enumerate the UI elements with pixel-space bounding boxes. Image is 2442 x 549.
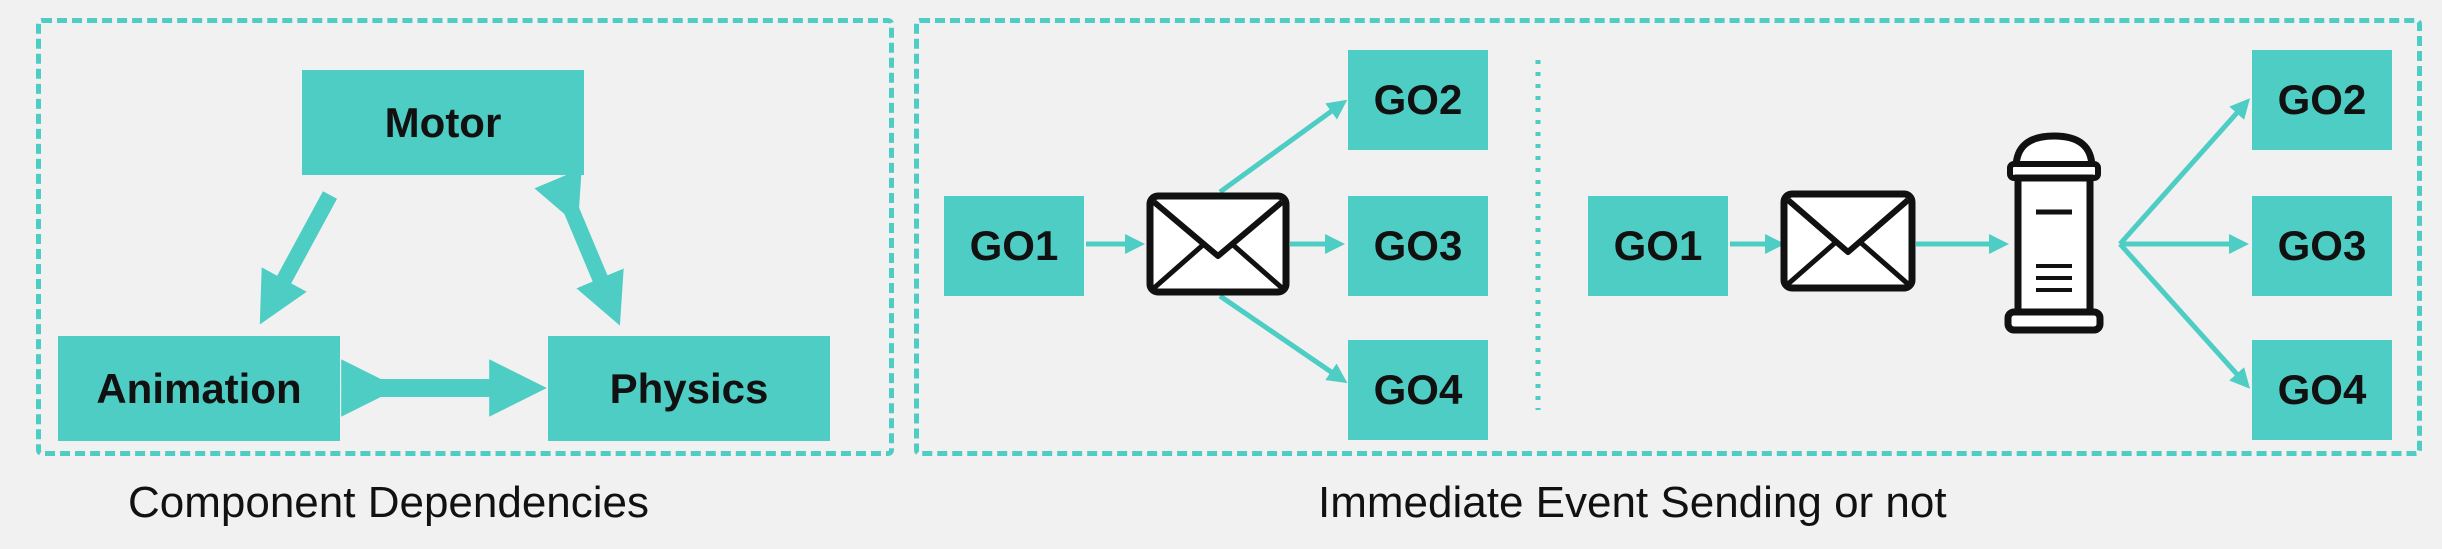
caption-event-sending: Immediate Event Sending or not bbox=[1318, 478, 1947, 527]
node-go3-immediate: GO3 bbox=[1348, 196, 1488, 296]
node-go1-queued: GO1 bbox=[1588, 196, 1728, 296]
node-go4-queued: GO4 bbox=[2252, 340, 2392, 440]
node-go2-queued: GO2 bbox=[2252, 50, 2392, 150]
arrow-mailbox-to-go2-b bbox=[2118, 98, 2250, 246]
node-go3-queued: GO3 bbox=[2252, 196, 2392, 296]
node-animation: Animation bbox=[58, 336, 340, 441]
node-go2-immediate: GO2 bbox=[1348, 50, 1488, 150]
envelope-icon bbox=[1780, 190, 1916, 292]
node-physics: Physics bbox=[548, 336, 830, 441]
arrow-envelope-to-go4-a bbox=[1218, 293, 1348, 384]
envelope-icon bbox=[1146, 192, 1290, 296]
arrow-motor-physics bbox=[534, 168, 624, 326]
mailbox-icon bbox=[2004, 132, 2104, 334]
event-sending-frame bbox=[914, 18, 2422, 456]
node-motor: Motor bbox=[302, 70, 584, 175]
node-go1-immediate: GO1 bbox=[944, 196, 1084, 296]
arrow-mailbox-to-go4-b bbox=[2118, 242, 2251, 389]
arrow-envelope-to-go2-a bbox=[1218, 99, 1348, 195]
node-go4-immediate: GO4 bbox=[1348, 340, 1488, 440]
arrow-motor-to-animation bbox=[259, 191, 338, 325]
caption-component-dependencies: Component Dependencies bbox=[128, 478, 650, 527]
component-dependencies-frame bbox=[36, 18, 894, 456]
